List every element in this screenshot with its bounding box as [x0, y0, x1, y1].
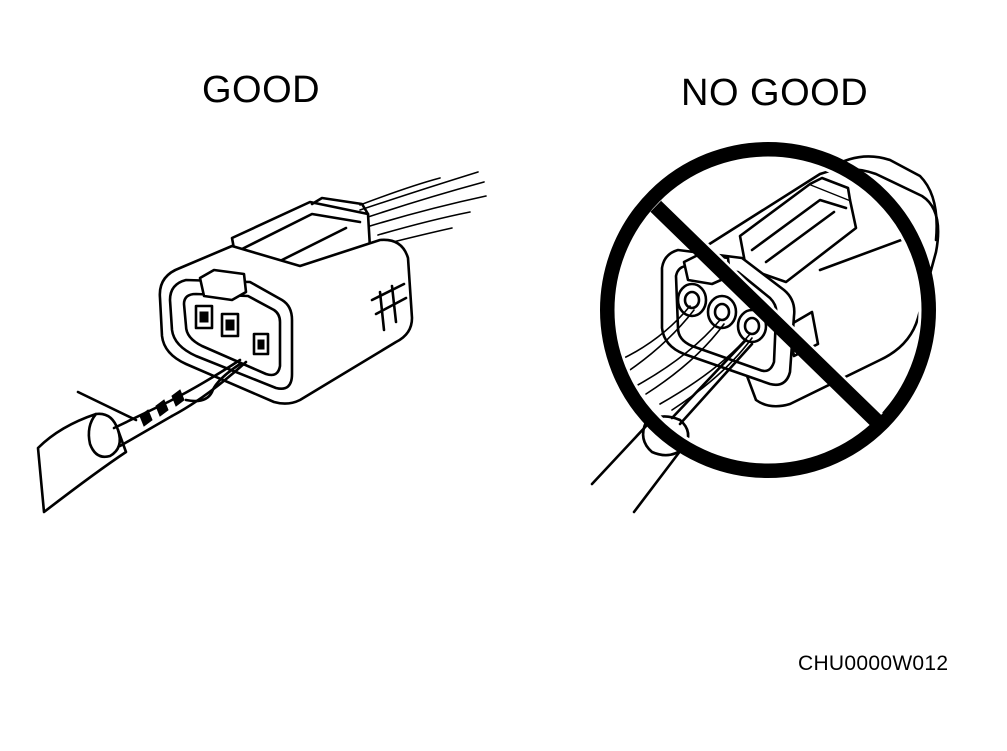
figure-code: CHU0000W012	[798, 652, 949, 675]
no-good-label: NO GOOD	[681, 72, 869, 114]
good-connector	[158, 196, 414, 405]
good-probe	[36, 358, 248, 514]
no-good-cavity-2	[706, 294, 738, 330]
no-good-cavity-1	[676, 282, 708, 318]
good-illustration	[36, 171, 487, 514]
good-label: GOOD	[202, 69, 321, 111]
no-good-connector	[660, 155, 940, 408]
good-wire-bundle	[359, 171, 487, 245]
no-good-illustration	[590, 142, 940, 514]
no-symbol-icon	[600, 142, 936, 478]
